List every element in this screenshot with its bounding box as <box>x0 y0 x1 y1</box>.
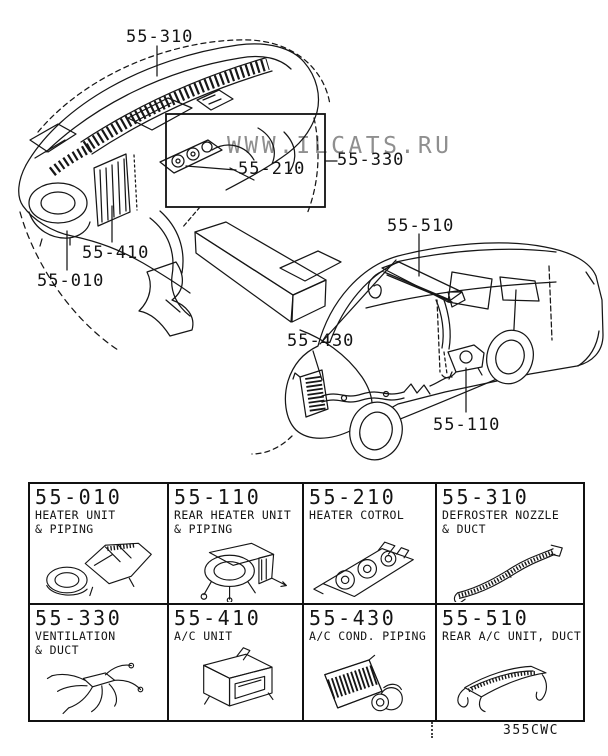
front-wheel <box>349 401 403 461</box>
part-number: 55-430 <box>309 606 397 630</box>
part-cell-55-510[interactable]: 55-510 REAR A/C UNIT, DUCT <box>435 603 583 720</box>
callout-55-430[interactable]: 55-430 <box>287 331 355 351</box>
heater-unit-icon <box>45 542 152 597</box>
van-illustration <box>251 233 604 461</box>
part-cell-55-430[interactable]: 55-430 A/C COND. PIPING <box>302 603 435 720</box>
part-description: HEATER UNIT & PIPING <box>35 508 116 536</box>
part-cell-55-310[interactable]: 55-310 DEFROSTER NOZZLE & DUCT <box>435 484 583 603</box>
part-number: 55-010 <box>35 485 123 509</box>
rear-ac-unit-duct-icon <box>457 665 548 713</box>
part-description: VENTILATION & DUCT <box>35 629 116 657</box>
part-cell-55-330[interactable]: 55-330 VENTILATION & DUCT <box>30 603 167 720</box>
callout-55-410[interactable]: 55-410 <box>82 243 150 263</box>
part-description: REAR A/C UNIT, DUCT <box>442 629 582 643</box>
callout-box-55-330 <box>165 113 326 208</box>
leader-lines-dash <box>66 45 338 271</box>
parts-table: 55-010 HEATER UNIT & PIPING 55-110 REAR … <box>28 482 585 722</box>
part-number: 55-510 <box>442 606 530 630</box>
part-description: REAR HEATER UNIT & PIPING <box>174 508 292 536</box>
rear-heater-part <box>441 344 485 380</box>
callout-55-210[interactable]: 55-210 <box>238 159 306 179</box>
part-cell-55-210[interactable]: 55-210 HEATER COTROL <box>302 484 435 603</box>
ventilation-duct-icon <box>46 662 143 715</box>
callout-55-110[interactable]: 55-110 <box>433 415 501 435</box>
watermark-text: WWW.ILCATS.RU <box>227 133 453 159</box>
ac-unit-icon <box>202 647 273 707</box>
rear-wheel <box>486 329 534 385</box>
part-description: A/C UNIT <box>174 629 233 643</box>
part-description: DEFROSTER NOZZLE & DUCT <box>442 508 560 536</box>
sheet-code: 355CWC <box>503 723 559 738</box>
part-number: 55-110 <box>174 485 262 509</box>
part-description: HEATER COTROL <box>309 508 405 522</box>
dashboard-illustration <box>18 39 342 351</box>
part-number: 55-410 <box>174 606 262 630</box>
leader-lines-van <box>312 233 467 413</box>
part-cell-55-010[interactable]: 55-010 HEATER UNIT & PIPING <box>30 484 167 603</box>
heater-control-icon <box>312 541 414 598</box>
callout-55-310[interactable]: 55-310 <box>126 27 194 47</box>
part-cell-55-110[interactable]: 55-110 REAR HEATER UNIT & PIPING <box>167 484 302 603</box>
callout-55-010[interactable]: 55-010 <box>37 271 105 291</box>
part-number: 55-210 <box>309 485 397 509</box>
table-stub-line <box>431 722 433 738</box>
part-description: A/C COND. PIPING <box>309 629 427 643</box>
rear-heater-unit-icon <box>200 542 287 602</box>
part-cell-55-410[interactable]: 55-410 A/C UNIT <box>167 603 302 720</box>
rear-ac-duct-part <box>367 261 466 375</box>
part-number: 55-330 <box>35 606 123 630</box>
callout-55-510[interactable]: 55-510 <box>387 216 455 236</box>
cond-piping-part <box>292 369 453 418</box>
ac-cond-piping-icon <box>323 654 403 712</box>
part-number: 55-310 <box>442 485 530 509</box>
defroster-nozzle-icon <box>453 544 563 602</box>
callout-55-330[interactable]: 55-330 <box>337 150 405 170</box>
